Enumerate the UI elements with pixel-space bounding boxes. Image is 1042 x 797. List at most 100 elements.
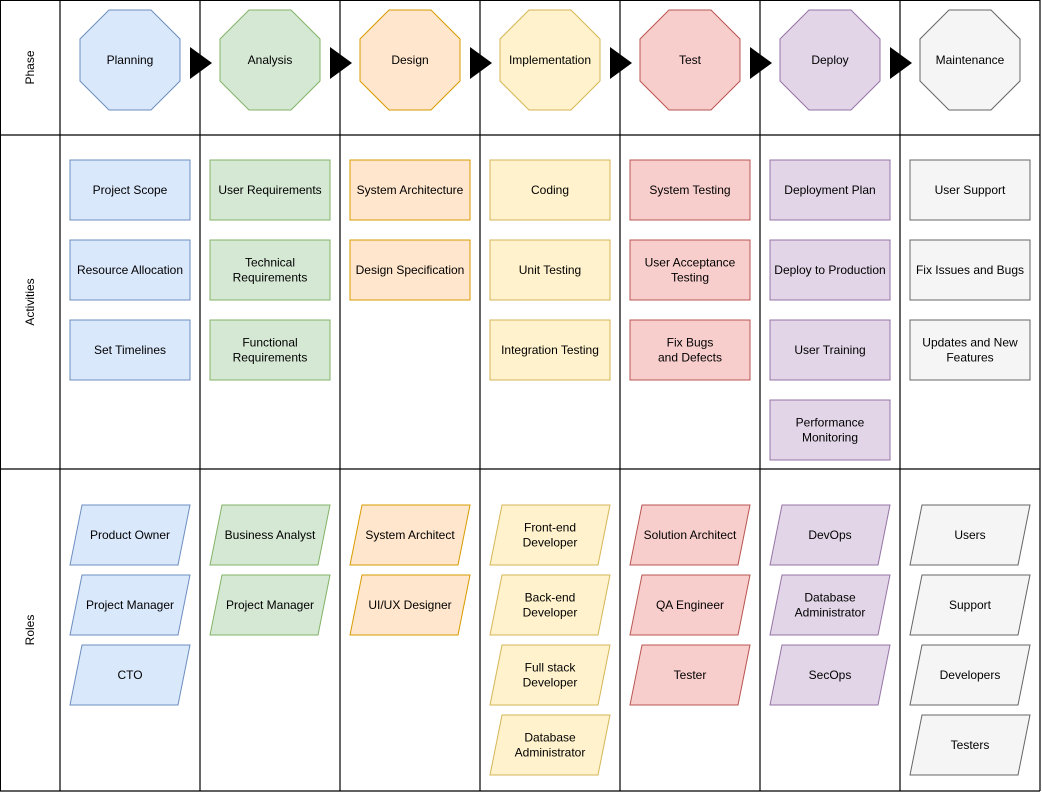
row-label-activities: Activities (23, 278, 37, 325)
role-label: Support (949, 598, 992, 612)
activity-box (349, 159, 471, 221)
role-shape (629, 644, 751, 706)
role-label: Users (954, 528, 985, 542)
role-shape (909, 644, 1031, 706)
role-label: Project Manager (226, 598, 314, 612)
phase-planning-octagon (79, 9, 181, 111)
phase-planning-label: Planning (107, 53, 154, 67)
activity-label: Deployment Plan (784, 183, 875, 197)
row-label-roles: Roles (23, 615, 37, 646)
activity-label: System Testing (649, 183, 730, 197)
role-shape (909, 714, 1031, 776)
activity-box (629, 319, 751, 381)
phase-implementation-octagon (499, 9, 601, 111)
phase-design-label: Design (391, 53, 428, 67)
activity-label: User Training (794, 343, 865, 357)
activity-box (69, 319, 191, 381)
role-label: System Architect (365, 528, 455, 542)
role-label: Testers (951, 738, 990, 752)
activity-box (769, 399, 891, 461)
role-shape (349, 574, 471, 636)
activity-label: System Architecture (357, 183, 464, 197)
arrow-right-icon (750, 47, 772, 79)
role-shape (769, 644, 891, 706)
activity-box (769, 319, 891, 381)
arrow-right-icon (890, 47, 912, 79)
role-label: Tester (674, 668, 707, 682)
role-shape (69, 504, 191, 566)
phase-analysis-label: Analysis (248, 53, 293, 67)
activity-label: Project Scope (93, 183, 168, 197)
role-label: Business Analyst (225, 528, 316, 542)
activity-label: Design Specification (356, 263, 465, 277)
role-shape (69, 644, 191, 706)
arrow-right-icon (330, 47, 352, 79)
activity-box (629, 239, 751, 301)
phase-design-octagon (359, 9, 461, 111)
activity-box (629, 159, 751, 221)
activity-label: User Requirements (218, 183, 321, 197)
activity-box (69, 159, 191, 221)
arrow-right-icon (190, 47, 212, 79)
activity-box (489, 319, 611, 381)
role-shape (489, 714, 611, 776)
activity-label: Deploy to Production (774, 263, 885, 277)
role-label: DevOps (808, 528, 851, 542)
role-label: Product Owner (90, 528, 170, 542)
activity-box (349, 239, 471, 301)
activity-box (69, 239, 191, 301)
activity-label: Integration Testing (501, 343, 599, 357)
role-label: CTO (117, 668, 142, 682)
phase-deploy-label: Deploy (811, 53, 848, 67)
role-shape (209, 574, 331, 636)
phase-maintenance-label: Maintenance (936, 53, 1005, 67)
activity-label: Set Timelines (94, 343, 166, 357)
role-shape (489, 574, 611, 636)
arrow-right-icon (610, 47, 632, 79)
phase-maintenance-octagon (919, 9, 1021, 111)
role-shape (69, 574, 191, 636)
activity-label: User Support (935, 183, 1006, 197)
role-shape (769, 574, 891, 636)
role-shape (769, 504, 891, 566)
phase-deploy-octagon (779, 9, 881, 111)
role-label: QA Engineer (656, 598, 724, 612)
role-label: SecOps (809, 668, 852, 682)
activity-box (489, 159, 611, 221)
role-shape (489, 504, 611, 566)
role-label: Developers (940, 668, 1001, 682)
role-shape (349, 504, 471, 566)
phase-test-label: Test (679, 53, 702, 67)
phase-analysis-octagon (219, 9, 321, 111)
activity-box (209, 159, 331, 221)
activity-label: Coding (531, 183, 569, 197)
phase-test-octagon (639, 9, 741, 111)
arrow-right-icon (470, 47, 492, 79)
activity-label: Fix Issues and Bugs (916, 263, 1024, 277)
role-shape (629, 504, 751, 566)
activity-box (489, 239, 611, 301)
role-shape (629, 574, 751, 636)
phase-implementation-label: Implementation (509, 53, 591, 67)
activity-box (909, 159, 1031, 221)
role-label: Solution Architect (644, 528, 737, 542)
activity-label: Resource Allocation (77, 263, 183, 277)
role-shape (489, 644, 611, 706)
role-shape (909, 574, 1031, 636)
activity-box (209, 239, 331, 301)
activity-label: Unit Testing (519, 263, 581, 277)
row-label-phase: Phase (23, 50, 37, 84)
activity-box (209, 319, 331, 381)
role-shape (909, 504, 1031, 566)
